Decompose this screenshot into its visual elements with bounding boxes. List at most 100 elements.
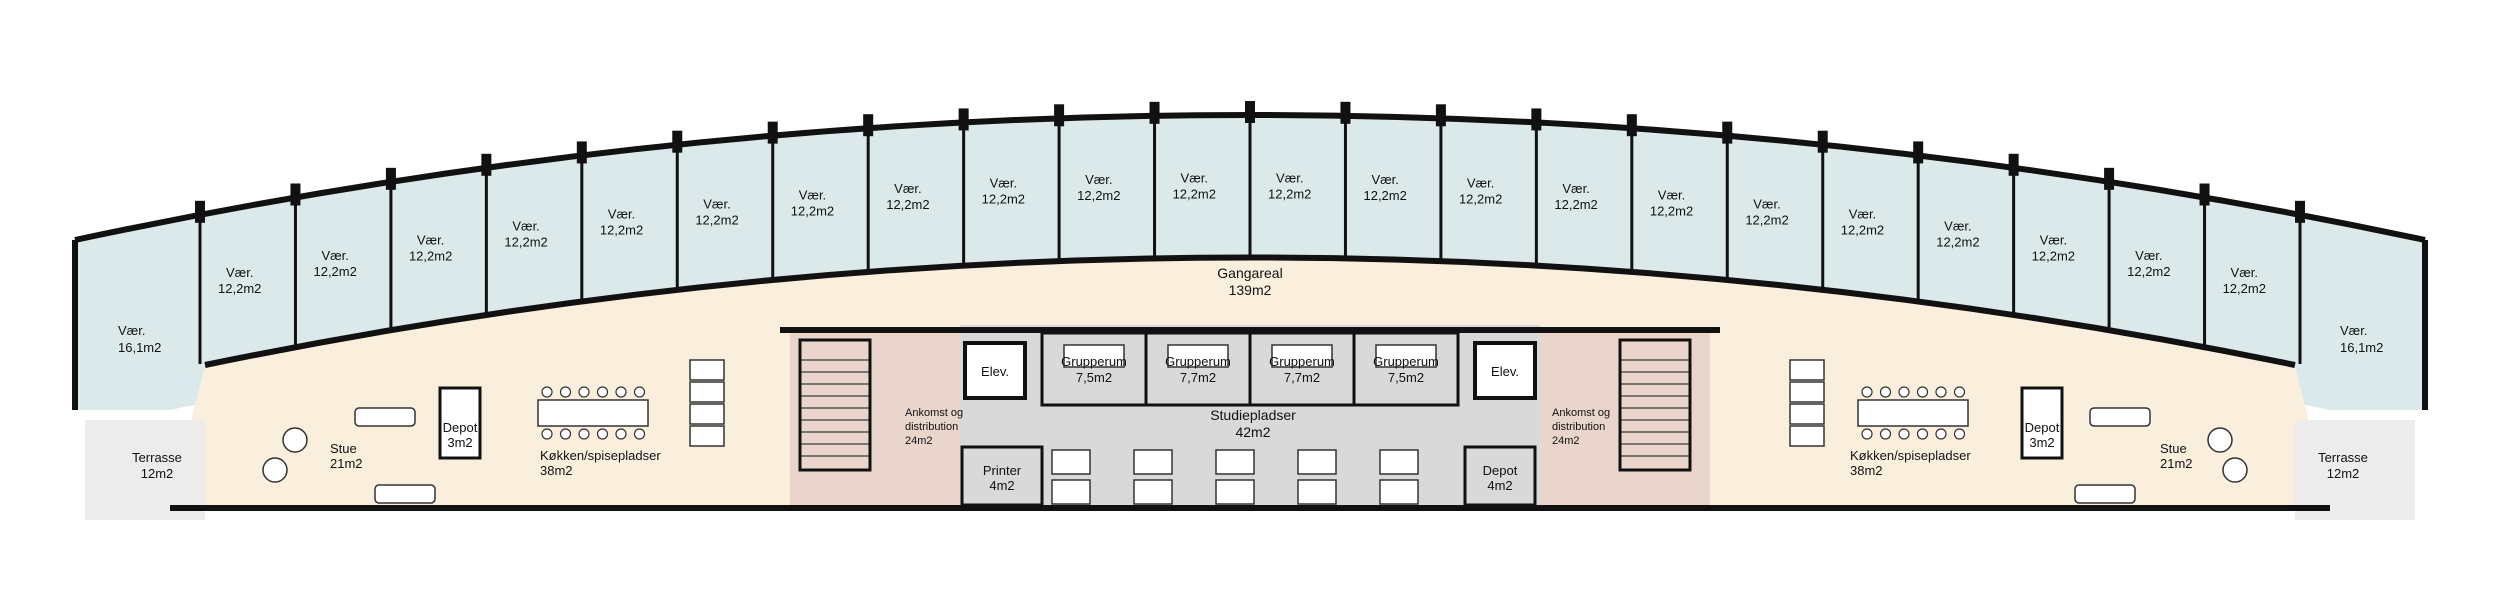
group-table: [1167, 344, 1229, 368]
chair: [1935, 386, 1947, 398]
depot-right-room: [2020, 386, 2064, 460]
depot-right-name: Depot: [2025, 420, 2060, 435]
chair: [633, 428, 646, 440]
vaer-room-area: 12,2m2: [1841, 223, 1884, 238]
facade-pillar: [1245, 101, 1255, 123]
facade-pillar: [1149, 101, 1160, 124]
stair-well: [798, 338, 872, 472]
terrasse-right-area: 12m2: [2327, 466, 2360, 481]
kokken-right-area: 38m2: [1850, 463, 1883, 478]
lounge-table: [2207, 427, 2233, 453]
vaer-room-area: 12,2m2: [313, 264, 356, 279]
chair: [541, 428, 553, 440]
kitchen-unit: [1789, 359, 1825, 381]
room-inner-wall: [204, 254, 2296, 368]
facade-pillar: [1531, 108, 1542, 131]
studie-name: Studiepladser: [1210, 407, 1296, 423]
facade-pillar: [2199, 183, 2210, 206]
kokken-left-name: Køkken/spisepladser: [540, 448, 661, 463]
facade-pillar: [385, 167, 396, 190]
chair: [559, 428, 572, 440]
ankomst-left-area: 24m2: [905, 435, 933, 447]
vaer-room-name: Vær.: [1562, 181, 1589, 196]
terrasse-left-area: [85, 420, 205, 520]
facade-pillars: [195, 101, 2305, 223]
ankomst-left-line1: Ankomst og: [905, 407, 963, 419]
study-desk: [1133, 479, 1173, 505]
printer-area: 4m2: [989, 478, 1014, 493]
vaer-room-area: 12,2m2: [1077, 188, 1120, 203]
stue-right-name: Stue: [2160, 441, 2187, 456]
vaer-room-name: Vær.: [608, 207, 635, 222]
kitchen-unit: [1789, 425, 1825, 447]
room-end-left-area: 16,1m2: [118, 340, 161, 355]
group-table: [1375, 344, 1437, 368]
vaer-room-area: 12,2m2: [982, 192, 1025, 207]
lounge-table: [2222, 457, 2248, 483]
vaer-room-name: Vær.: [990, 176, 1017, 191]
chair: [596, 386, 609, 398]
grupperum-group: [1040, 331, 1460, 407]
terrasse-right-area: [2295, 420, 2415, 520]
elev-right-label: Elev.: [1491, 364, 1519, 379]
vaer-room-name: Vær.: [1944, 219, 1971, 234]
grupperum-name: Grupperum: [1061, 354, 1127, 369]
ankomst-right-area: 24m2: [1552, 435, 1580, 447]
vaer-room-area: 12,2m2: [695, 212, 738, 227]
printer-room: [960, 445, 1044, 507]
chair: [1861, 428, 1873, 440]
facade-pillar: [863, 114, 874, 137]
chair: [1898, 428, 1910, 440]
vaer-room-area: 12,2m2: [1650, 204, 1693, 219]
lounge-table: [262, 457, 288, 483]
vaer-room-area: 12,2m2: [1268, 186, 1311, 201]
study-desk: [1051, 479, 1091, 505]
ankomst-right-area: [1540, 333, 1710, 505]
study-desk: [1051, 449, 1091, 475]
sofa: [2089, 407, 2151, 427]
gangareal-name: Gangareal: [1217, 265, 1282, 281]
sofa: [354, 407, 416, 427]
elev-left-label: Elev.: [981, 364, 1009, 379]
kitchen-unit: [689, 403, 725, 425]
vaer-room-area: 12,2m2: [218, 281, 261, 296]
vaer-room-area: 12,2m2: [409, 248, 452, 263]
vaer-room-area: 12,2m2: [791, 204, 834, 219]
facade-pillar: [2008, 153, 2019, 176]
chair: [559, 386, 572, 398]
gangareal-area: 139m2: [1229, 282, 1272, 298]
study-desk: [1297, 449, 1337, 475]
terrasse-left-area: 12m2: [141, 466, 174, 481]
stue-left-name: Stue: [330, 441, 357, 456]
vaer-room-area: 12,2m2: [1936, 235, 1979, 250]
vaer-room-name: Vær.: [1753, 196, 1780, 211]
depot-right-area: 3m2: [2029, 435, 2054, 450]
elevator-right: [1473, 341, 1537, 400]
printer-name: Printer: [983, 463, 1022, 478]
chair: [578, 428, 590, 440]
study-desk: [1379, 449, 1419, 475]
kitchen-unit: [689, 425, 725, 447]
kokken-right-name: Køkken/spisepladser: [1850, 448, 1971, 463]
facade-pillar: [2104, 167, 2115, 190]
facade-pillar: [672, 130, 683, 153]
vaer-room-name: Vær.: [321, 248, 348, 263]
vaer-room-name: Vær.: [417, 232, 444, 247]
dining-table: [1857, 399, 1969, 427]
room-partitions: [198, 119, 2302, 365]
terrasse-right-name: Terrasse: [2318, 450, 2368, 465]
vaer-room-name: Vær.: [799, 188, 826, 203]
study-desk: [1297, 479, 1337, 505]
vaer-room-name: Vær.: [703, 196, 730, 211]
grupperum-name: Grupperum: [1165, 354, 1231, 369]
vaer-room-name: Vær.: [512, 219, 539, 234]
stue-left-area: 21m2: [330, 456, 363, 471]
vaer-room-name: Vær.: [2040, 232, 2067, 247]
lounge-table: [282, 427, 308, 453]
facade-pillar: [1817, 130, 1828, 153]
ankomst-right-line2: distribution: [1552, 421, 1605, 433]
ankomst-right-line1: Ankomst og: [1552, 407, 1610, 419]
grupperum-room: [1248, 331, 1356, 407]
grupperum-area: 7,5m2: [1076, 370, 1112, 385]
